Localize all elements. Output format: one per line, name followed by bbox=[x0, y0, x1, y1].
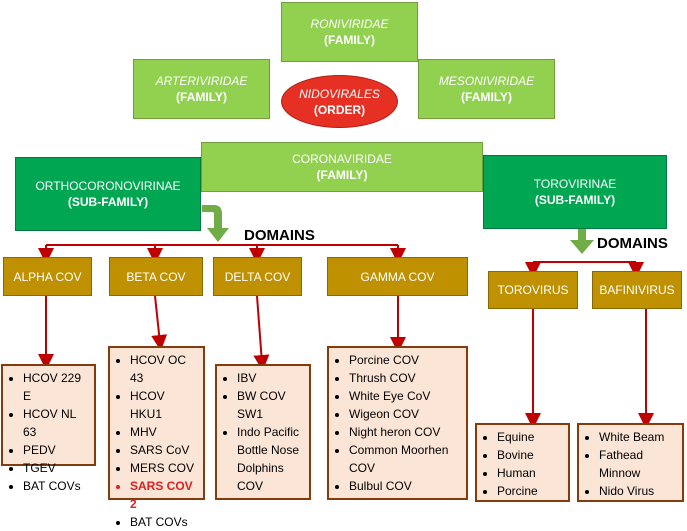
order-rank: (ORDER) bbox=[313, 102, 366, 117]
genus-gamma-cov: GAMMA COV bbox=[327, 257, 468, 296]
list-item: Common Moorhen COV bbox=[349, 441, 462, 477]
family-coronaviridae-name: CORONAVIRIDAE bbox=[292, 152, 392, 166]
members-beta-cov: HCOV OC 43HCOV HKU1MHVSARS CoVMERS COVSA… bbox=[108, 346, 205, 529]
family-mesoniviridae-name: MESONIVIRIDAE bbox=[438, 74, 535, 88]
list-item: SARS COV 2 bbox=[130, 477, 199, 513]
list-item: Bulbul COV bbox=[349, 477, 462, 495]
genus-torovirus: TOROVIRUS bbox=[488, 271, 578, 309]
family-coronaviridae-rank: (FAMILY) bbox=[316, 168, 368, 182]
genus-beta-cov: BETA COV bbox=[109, 257, 203, 296]
members-gamma-cov: Porcine COVThrush COVWhite Eye CoVWigeon… bbox=[327, 346, 468, 500]
list-item: BAT COVs bbox=[130, 513, 199, 531]
list-item: HCOV 229 E bbox=[23, 369, 90, 405]
subfamily-orthocoronavirinae-name: ORTHOCORONOVIRINAE bbox=[35, 179, 181, 193]
connector-lines bbox=[38, 205, 654, 429]
members-bafinivirus: White BeamFathead MinnowNido Virus bbox=[577, 423, 684, 502]
green-arrow-orthocoronavirinae bbox=[202, 205, 229, 242]
subfamily-torovirinae-rank: (SUB-FAMILY) bbox=[534, 193, 616, 207]
list-item: Equine bbox=[497, 428, 564, 446]
family-roniviridae: RONIVIRIDAE (FAMILY) bbox=[281, 2, 418, 62]
list-item: HCOV NL 63 bbox=[23, 405, 90, 441]
list-item: Nido Virus bbox=[599, 482, 678, 500]
family-arteriviridae-rank: (FAMILY) bbox=[176, 90, 227, 104]
family-mesoniviridae: MESONIVIRIDAE (FAMILY) bbox=[418, 59, 555, 119]
list-item: White Eye CoV bbox=[349, 387, 462, 405]
list-item: Wigeon COV bbox=[349, 405, 462, 423]
list-item: White Beam bbox=[599, 428, 678, 446]
subfamily-torovirinae: TOROVIRINAE (SUB-FAMILY) bbox=[483, 155, 667, 229]
order-name: NIDOVIRALES bbox=[299, 86, 380, 101]
family-roniviridae-rank: (FAMILY) bbox=[324, 33, 375, 47]
list-item: TGEV bbox=[23, 459, 90, 477]
list-item: MHV bbox=[130, 423, 199, 441]
list-item: SARS CoV bbox=[130, 441, 199, 459]
family-mesoniviridae-rank: (FAMILY) bbox=[461, 90, 512, 104]
list-item: MERS COV bbox=[130, 459, 199, 477]
list-item: BAT COVs bbox=[23, 477, 90, 495]
genus-bafinivirus: BAFINIVIRUS bbox=[592, 271, 682, 309]
members-delta-cov: IBVBW COV SW1Indo Pacific Bottle Nose Do… bbox=[215, 364, 311, 500]
members-alpha-cov: HCOV 229 EHCOV NL 63PEDVTGEVBAT COVs bbox=[1, 364, 96, 493]
family-coronaviridae: CORONAVIRIDAE (FAMILY) bbox=[201, 142, 483, 192]
green-arrow-torovirinae bbox=[570, 229, 594, 254]
list-item: Indo Pacific Bottle Nose Dolphins COV bbox=[237, 423, 305, 495]
list-item: Porcine bbox=[497, 482, 564, 500]
list-item: Night heron COV bbox=[349, 423, 462, 441]
domains-label-orthocoronavirinae: DOMAINS bbox=[244, 227, 315, 244]
list-item: HCOV HKU1 bbox=[130, 387, 199, 423]
family-arteriviridae: ARTERIVIRIDAE (FAMILY) bbox=[133, 59, 270, 119]
genus-alpha-cov: ALPHA COV bbox=[3, 257, 92, 296]
list-item: PEDV bbox=[23, 441, 90, 459]
members-torovirus: EquineBovineHumanPorcine bbox=[475, 423, 570, 502]
list-item: IBV bbox=[237, 369, 305, 387]
list-item: Thrush COV bbox=[349, 369, 462, 387]
list-item: Human bbox=[497, 464, 564, 482]
family-roniviridae-name: RONIVIRIDAE bbox=[310, 17, 389, 31]
list-item: Bovine bbox=[497, 446, 564, 464]
list-item: HCOV OC 43 bbox=[130, 351, 199, 387]
order-nidovirales: NIDOVIRALES (ORDER) bbox=[281, 75, 398, 128]
domains-label-torovirinae: DOMAINS bbox=[597, 235, 668, 252]
subfamily-torovirinae-name: TOROVIRINAE bbox=[533, 177, 617, 191]
list-item: Fathead Minnow bbox=[599, 446, 678, 482]
family-arteriviridae-name: ARTERIVIRIDAE bbox=[155, 74, 248, 88]
subfamily-orthocoronavirinae: ORTHOCORONOVIRINAE (SUB-FAMILY) bbox=[15, 157, 201, 231]
genus-delta-cov: DELTA COV bbox=[213, 257, 302, 296]
list-item: Porcine COV bbox=[349, 351, 462, 369]
list-item: BW COV SW1 bbox=[237, 387, 305, 423]
subfamily-orthocoronavirinae-rank: (SUB-FAMILY) bbox=[67, 195, 149, 209]
